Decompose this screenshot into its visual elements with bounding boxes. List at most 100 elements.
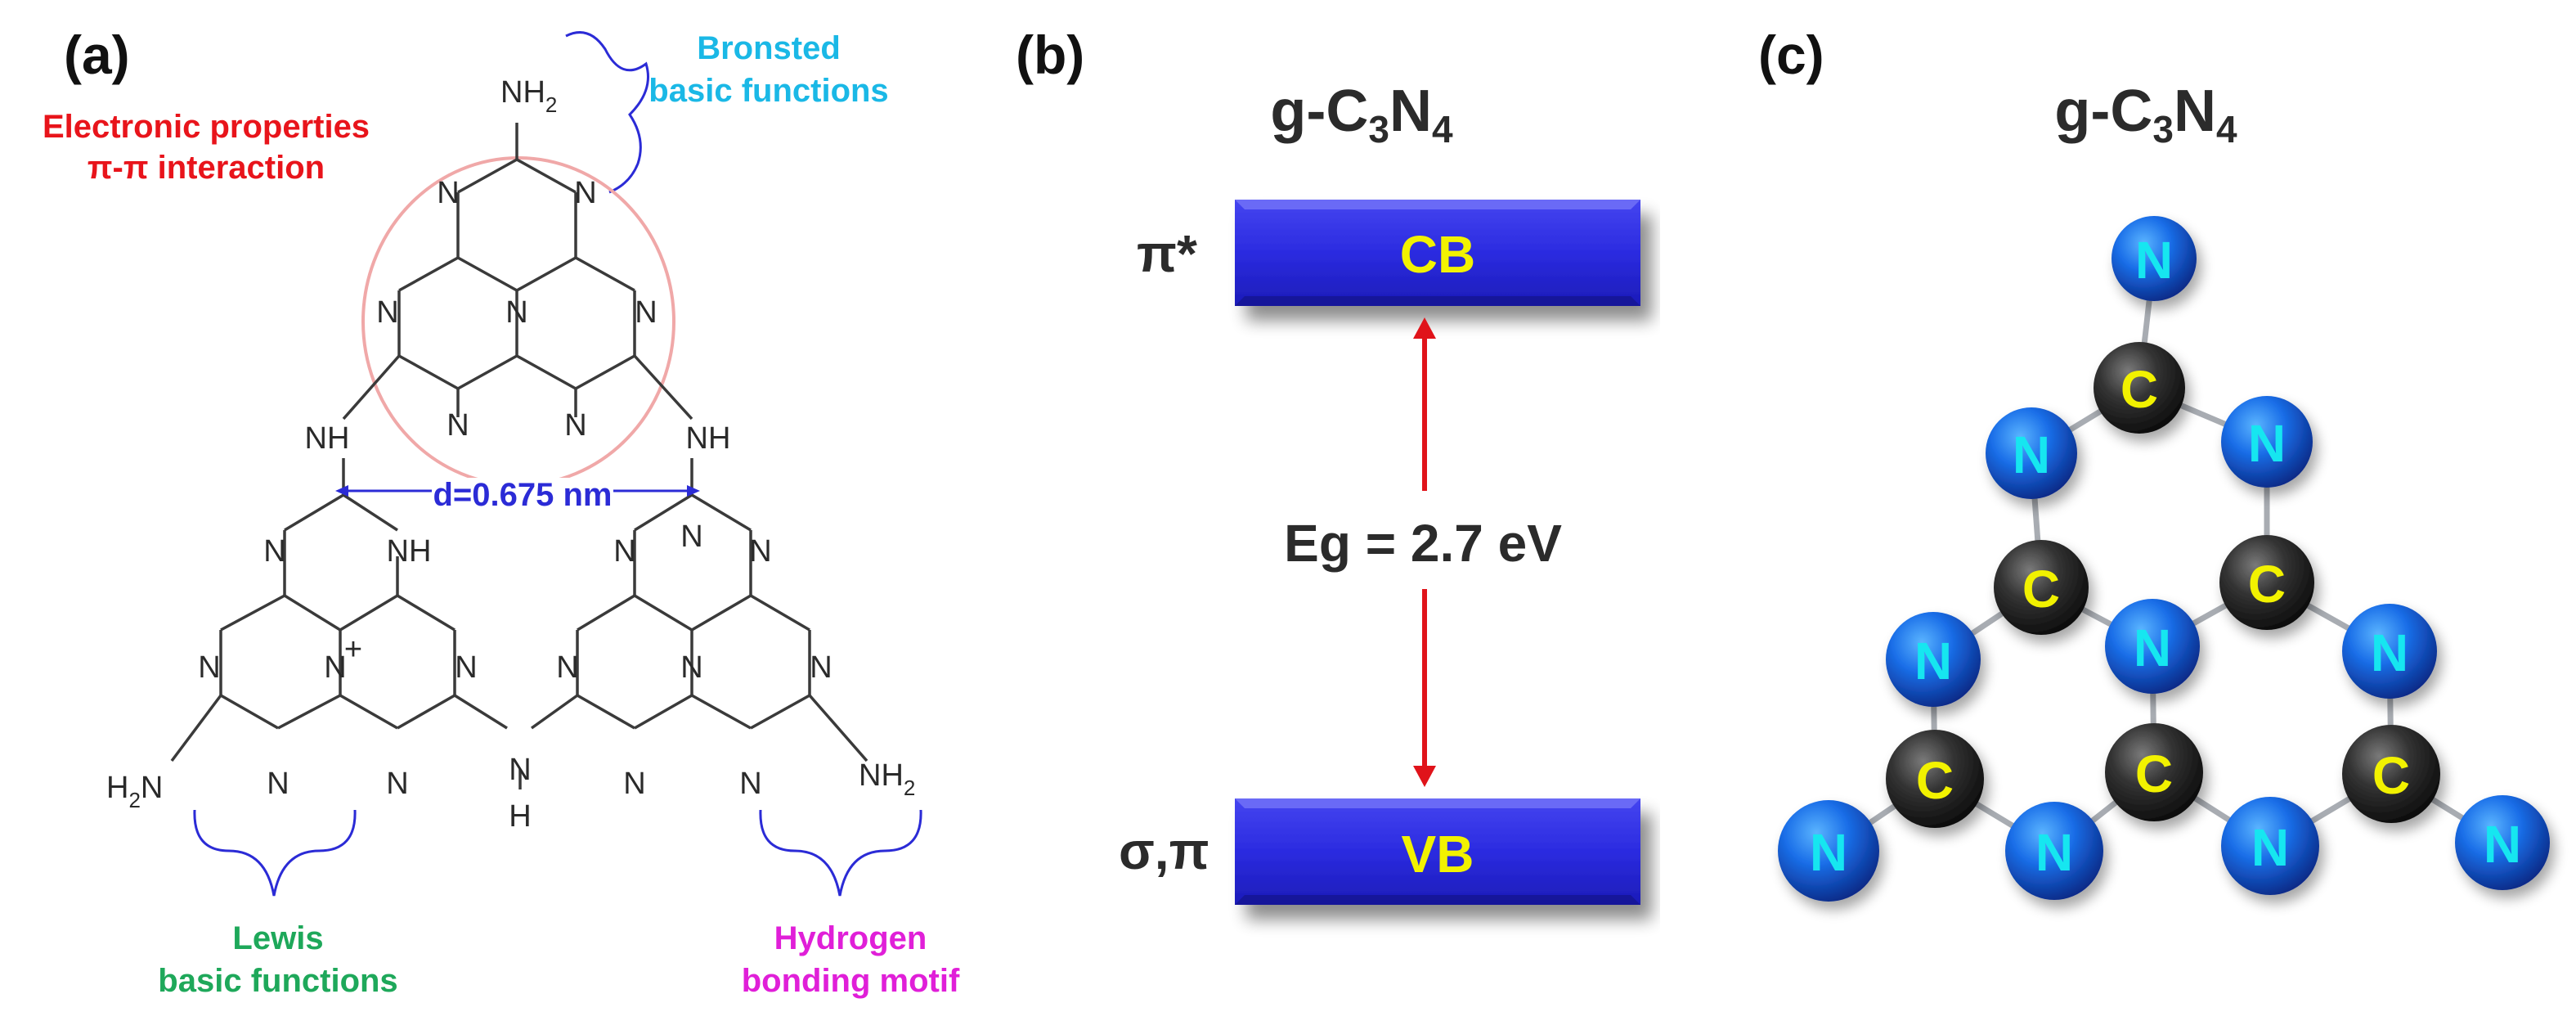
n-atom: N (2455, 795, 2550, 890)
svg-text:N: N (2251, 818, 2289, 877)
svg-text:C: C (2135, 744, 2173, 803)
panel-b-band-diagram: (b) g-C3N4 CB π* VB σ,π Eg = 2.7 eV (990, 0, 1660, 1021)
atom-n: N (623, 767, 645, 801)
band-title: g-C3N4 (1270, 79, 1453, 151)
n-atom: N (1986, 407, 2077, 499)
atom-h-bridge: H (509, 799, 531, 834)
gap-arrow-up-head (1413, 317, 1436, 339)
atom-n: N (680, 519, 702, 554)
vb-label: VB (1402, 825, 1474, 884)
svg-text:N: N (2134, 618, 2171, 677)
nitrogen-atoms: N N N N N N N N N N (1778, 216, 2550, 902)
atom-n: N (635, 295, 657, 330)
n-atom: N (2342, 604, 2437, 699)
lewis-brace (193, 809, 357, 897)
electronic-properties-label: Electronic properties (43, 109, 370, 145)
atom-nh-left: NH (305, 421, 350, 456)
svg-text:N: N (2248, 414, 2286, 473)
svg-text:C: C (1916, 751, 1954, 810)
distance-label: d=0.675 nm (433, 477, 612, 513)
c-atom: C (1886, 730, 1984, 828)
atom-nh-inner: NH (387, 534, 432, 569)
atom-nh-right: NH (686, 421, 731, 456)
atom-model-svg: (c) g-C3N4 N N N N N N N N N N C (1758, 25, 2550, 902)
bonds (170, 123, 868, 789)
atom-n: N (613, 534, 635, 569)
c-atom: C (2342, 725, 2440, 823)
lewis-basic-functions-label: basic functions (158, 963, 397, 999)
cb-orbital-label: π* (1137, 224, 1197, 283)
distance-label-bg (432, 478, 613, 510)
lewis-label: Lewis (232, 920, 323, 956)
panel-a-label: (a) (64, 25, 130, 85)
svg-text:N: N (2371, 623, 2408, 682)
atom-n: N (564, 408, 586, 443)
svg-text:N: N (2484, 815, 2521, 874)
melem-structure-svg: (a) Electronic properties π-π interactio… (43, 25, 960, 999)
svg-text:C: C (2022, 560, 2060, 618)
conduction-band (1235, 200, 1640, 306)
n-atom: N (2105, 599, 2200, 694)
cb-label: CB (1400, 225, 1475, 284)
positive-charge: + (344, 632, 362, 667)
distance-arrow-left-head (335, 485, 348, 497)
valence-band (1235, 798, 1640, 905)
atom-n: N (267, 767, 289, 801)
vb-orbital-label: σ,π (1119, 821, 1209, 880)
c-atom: C (2105, 723, 2203, 821)
atom-n: N (437, 176, 459, 210)
bronsted-label: Bronsted (697, 30, 841, 66)
atom-n: N (680, 650, 702, 685)
svg-text:N: N (1810, 823, 1847, 882)
atom-nh2-top: NH2 (500, 75, 557, 117)
carbon-atoms: C C C C C C (1886, 342, 2440, 828)
panel-a-melem-structure: (a) Electronic properties π-π interactio… (0, 0, 990, 1021)
c-atom: C (2094, 342, 2185, 434)
bronsted-basic-functions-label: basic functions (648, 73, 888, 109)
atom-n: N (376, 295, 398, 330)
panel-c-atom-model: (c) g-C3N4 N N N N N N N N N N C (1668, 0, 2576, 1021)
distance-arrow-right-head (687, 485, 700, 497)
svg-text:N: N (2035, 823, 2073, 882)
c-atom: C (1994, 540, 2089, 635)
svg-text:C: C (2248, 555, 2286, 614)
model-title: g-C3N4 (2054, 79, 2237, 151)
atom-n: N (447, 408, 469, 443)
panel-c-label: (c) (1758, 25, 1824, 85)
svg-text:C: C (2120, 360, 2158, 419)
atom-n: N (455, 650, 477, 685)
band-gap-label: Eg = 2.7 eV (1284, 514, 1562, 573)
n-atom: N (2221, 797, 2319, 895)
c-atom: C (2219, 535, 2314, 630)
atom-n-bridge: N (509, 753, 531, 787)
atom-n: N (810, 650, 832, 685)
atom-n: N (263, 534, 285, 569)
svg-text:C: C (2372, 746, 2410, 805)
n-atom: N (1886, 612, 1981, 707)
atom-n: N (749, 534, 771, 569)
n-atom: N (2005, 802, 2103, 900)
hydrogen-bonding-brace (759, 809, 922, 897)
atom-n: N (386, 767, 408, 801)
atom-h2n-left: H2N (106, 771, 163, 812)
band-diagram-svg: (b) g-C3N4 CB π* VB σ,π Eg = 2.7 eV (1016, 25, 1640, 905)
hydrogen-label: Hydrogen (774, 920, 927, 956)
panel-b-label: (b) (1016, 25, 1084, 85)
n-atom: N (2221, 396, 2313, 488)
atom-n: N (739, 767, 761, 801)
bonding-motif-label: bonding motif (742, 963, 960, 999)
atom-labels: NH2 N N N N N N N NH NH N NH N N + N N N… (106, 75, 915, 834)
atom-n-plus: N (324, 650, 346, 685)
atom-n: N (574, 176, 596, 210)
n-atom: N (1778, 800, 1879, 902)
atom-n-center: N (505, 295, 527, 330)
atom-n: N (556, 650, 578, 685)
n-atom: N (2112, 216, 2197, 301)
bronsted-brace (565, 31, 649, 194)
pi-pi-interaction-label: π-π interaction (88, 150, 325, 186)
atom-n: N (198, 650, 220, 685)
svg-text:N: N (2013, 425, 2050, 484)
gap-arrow-down-head (1413, 766, 1436, 787)
svg-text:N: N (1914, 632, 1952, 690)
svg-text:N: N (2135, 231, 2173, 290)
